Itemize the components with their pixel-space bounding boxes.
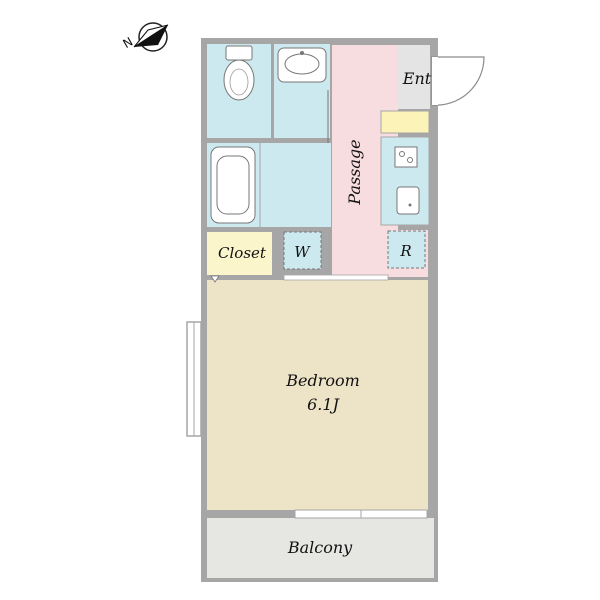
passage-label: Passage [345, 139, 364, 205]
washer-label: W [294, 243, 311, 261]
bedroom [207, 280, 428, 510]
compass-label: N [121, 34, 136, 51]
washer-space [283, 231, 322, 270]
compass-icon: N [121, 22, 169, 52]
entrance [398, 45, 430, 109]
refrigerator-label: R [399, 242, 411, 260]
shoe-box [380, 110, 430, 134]
entrance-door [431, 56, 485, 106]
bedroom-door [283, 274, 389, 281]
stove-icon [394, 146, 418, 168]
refrigerator-space [387, 230, 426, 269]
closet-label: Closet [218, 244, 267, 262]
sink-icon [396, 186, 420, 215]
balcony-label: Balcony [287, 538, 353, 557]
toilet-icon [223, 45, 255, 101]
entrance-label: Ent [402, 69, 432, 88]
bedroom-size: 6.1J [307, 395, 340, 414]
balcony [207, 518, 434, 578]
closet [207, 232, 272, 275]
washbasin-icon [277, 47, 327, 83]
bathtub-icon [210, 146, 256, 224]
bedroom-label: Bedroom [285, 371, 360, 390]
